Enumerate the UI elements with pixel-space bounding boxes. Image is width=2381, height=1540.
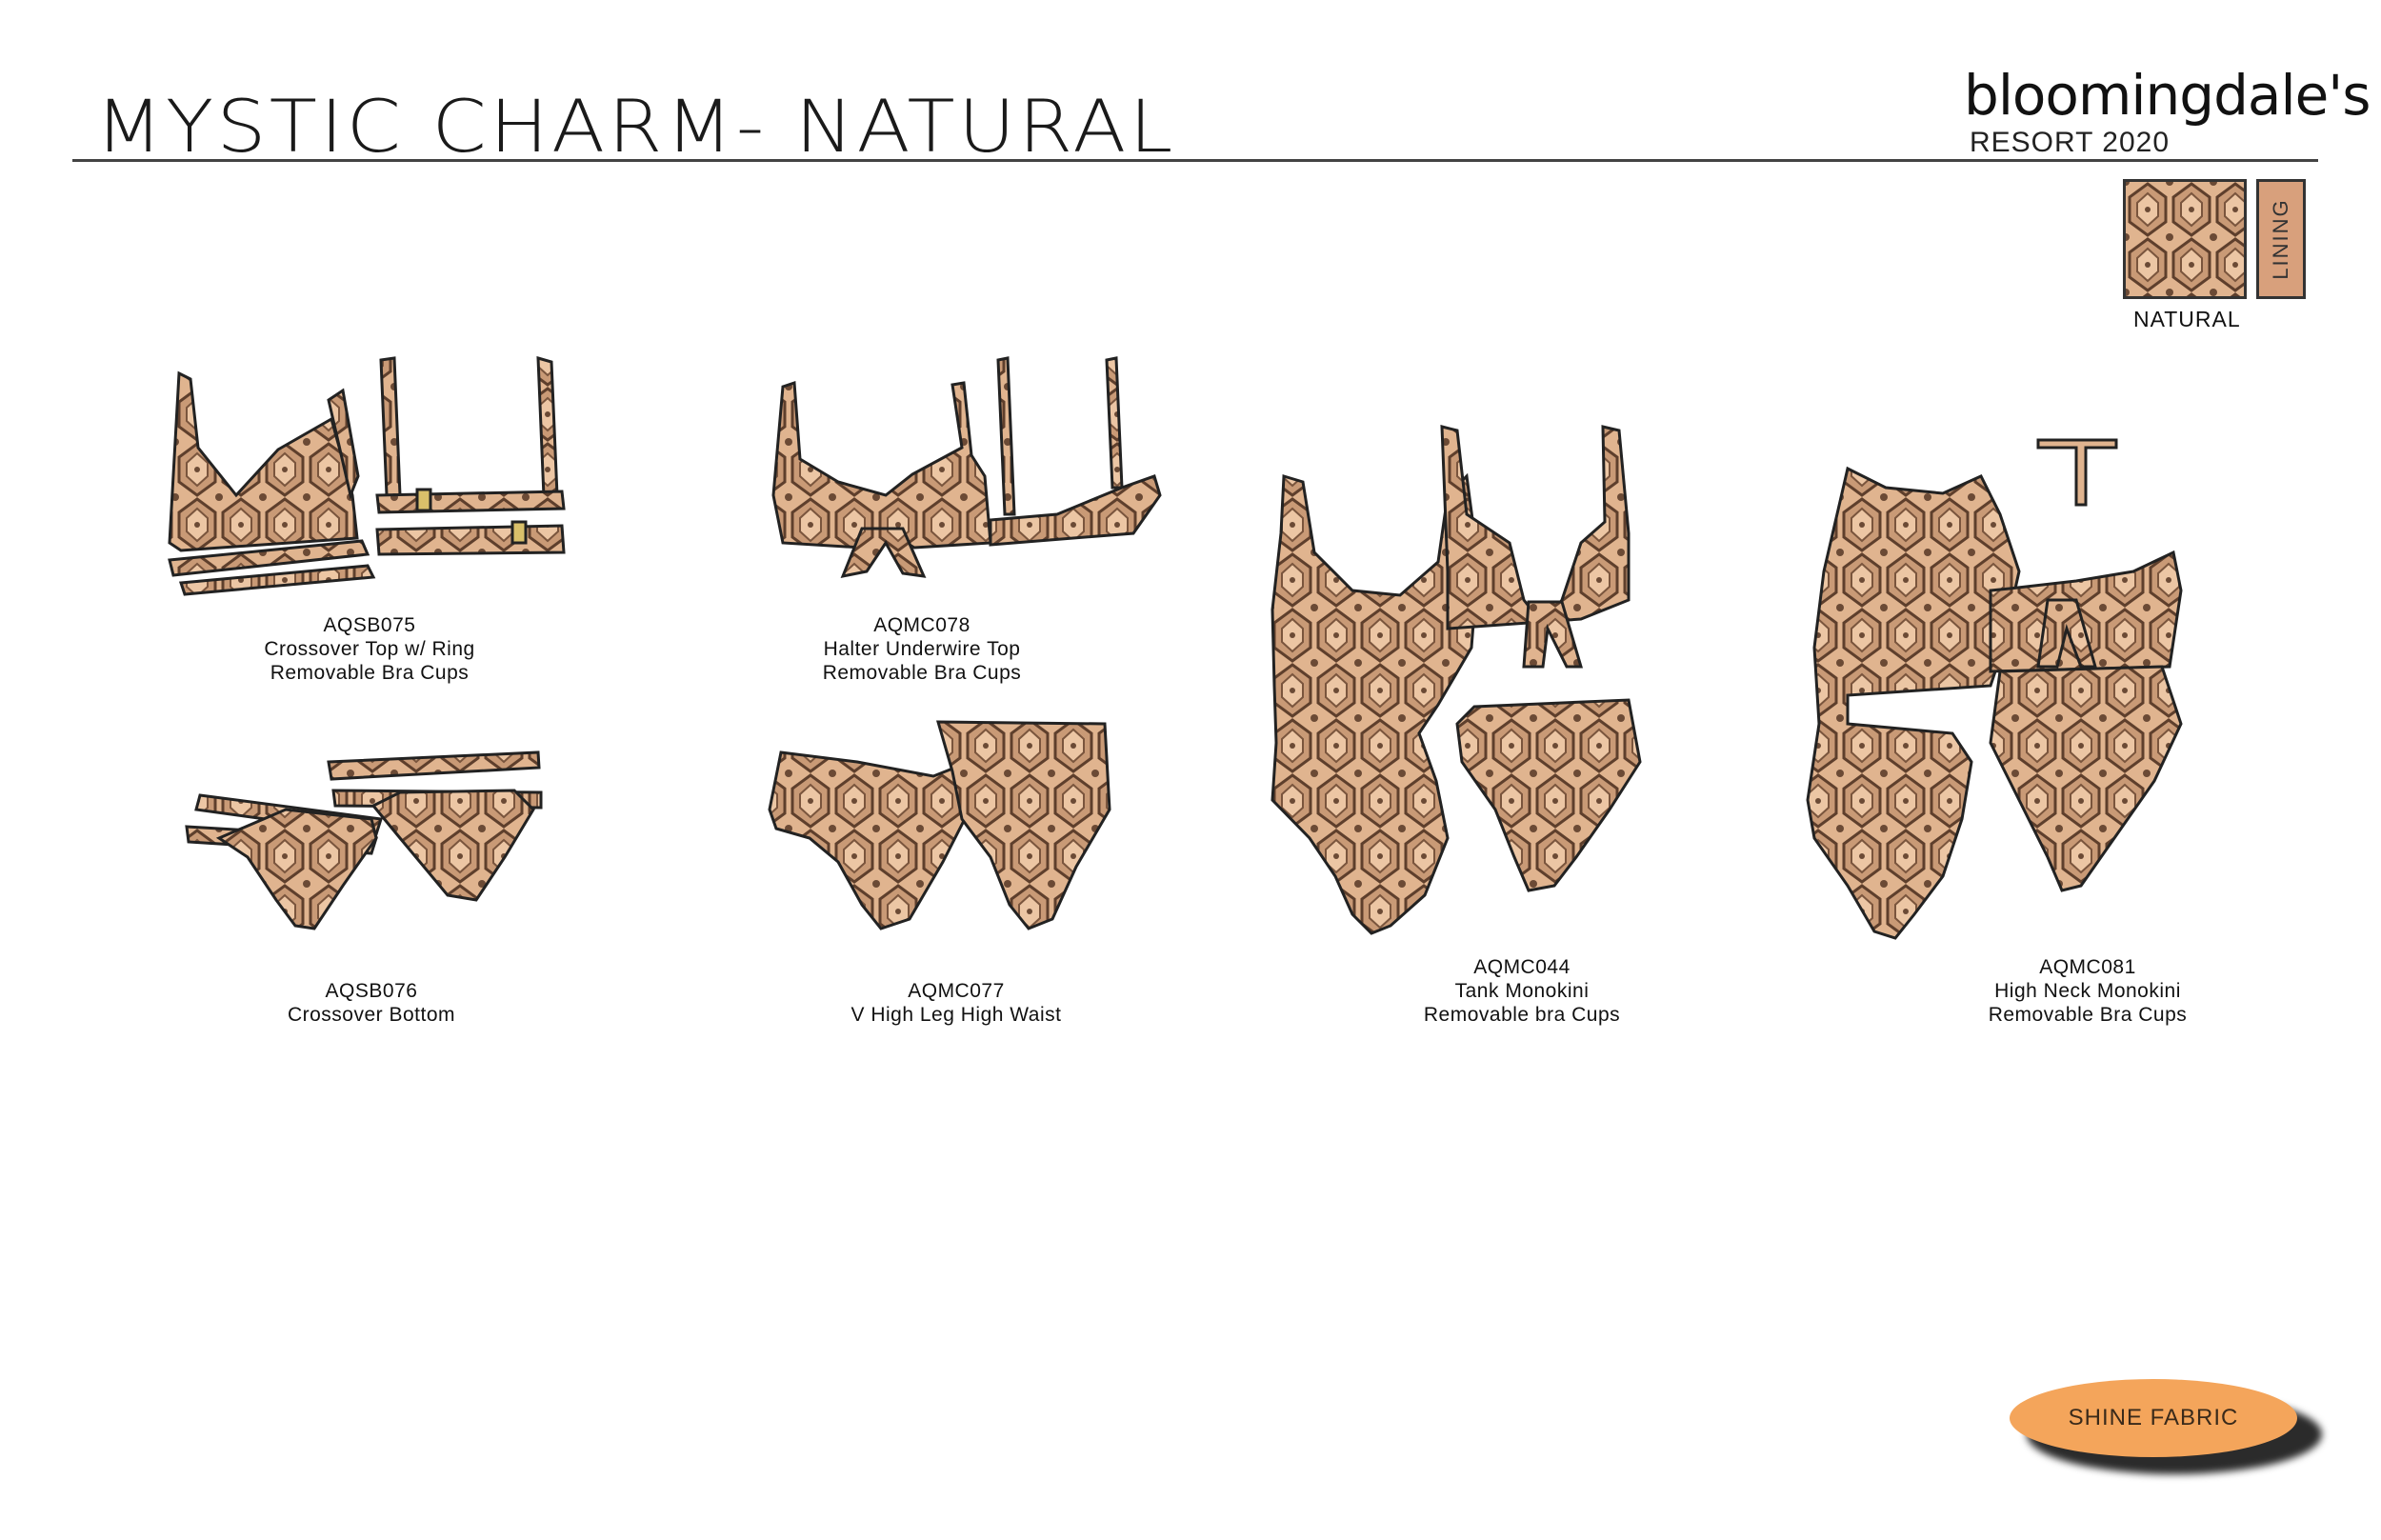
page-title: MYSTIC CHARM- NATURAL [95, 84, 1176, 169]
natural-swatch-label: NATURAL [2133, 307, 2241, 331]
style-code: AQMC044 [1473, 956, 1571, 978]
style-label-aqmc078: AQMC078 Halter Underwire Top Removable B… [823, 613, 1022, 685]
style-code: AQSB076 [325, 980, 418, 1002]
style-note: Removable Bra Cups [822, 662, 1022, 684]
sketch-aqmc077 [768, 720, 1111, 930]
style-label-aqsb076: AQSB076 Crossover Bottom [288, 979, 455, 1027]
lining-swatch: LINING [2256, 179, 2306, 299]
style-code: AQMC078 [873, 614, 970, 636]
style-name: Crossover Top w/ Ring [264, 638, 475, 660]
style-label-aqmc077: AQMC077 V High Leg High Waist [851, 979, 1062, 1027]
season-label: RESORT 2020 [1970, 127, 2170, 158]
style-name: Tank Monokini [1454, 980, 1590, 1002]
style-code: AQSB075 [323, 614, 416, 636]
style-label-aqmc044: AQMC044 Tank Monokini Removable bra Cups [1424, 955, 1620, 1027]
sketch-aqmc044 [1271, 425, 1642, 935]
style-name: Crossover Bottom [287, 1004, 456, 1026]
style-code: AQMC081 [2039, 956, 2136, 978]
brand-logo: bloomingdale's [1964, 63, 2371, 128]
header-divider [72, 159, 2318, 162]
style-name: High Neck Monokini [1994, 980, 2181, 1002]
style-note: Removable Bra Cups [270, 662, 470, 684]
style-code: AQMC077 [908, 980, 1005, 1002]
style-label-aqsb075: AQSB075 Crossover Top w/ Ring Removable … [264, 613, 474, 685]
sketch-aqsb075 [168, 355, 566, 596]
style-note: Removable Bra Cups [1988, 1004, 2188, 1026]
style-note: Removable bra Cups [1423, 1004, 1621, 1026]
natural-swatch [2123, 179, 2247, 299]
shine-fabric-badge: SHINE FABRIC [2010, 1379, 2297, 1457]
sketch-aqmc078 [771, 356, 1162, 579]
style-name: V High Leg High Waist [850, 1004, 1062, 1026]
sketch-aqsb076 [185, 750, 543, 930]
sketch-aqmc081 [1806, 438, 2183, 940]
style-label-aqmc081: AQMC081 High Neck Monokini Removable Bra… [1989, 955, 2188, 1027]
style-name: Halter Underwire Top [823, 638, 1021, 660]
